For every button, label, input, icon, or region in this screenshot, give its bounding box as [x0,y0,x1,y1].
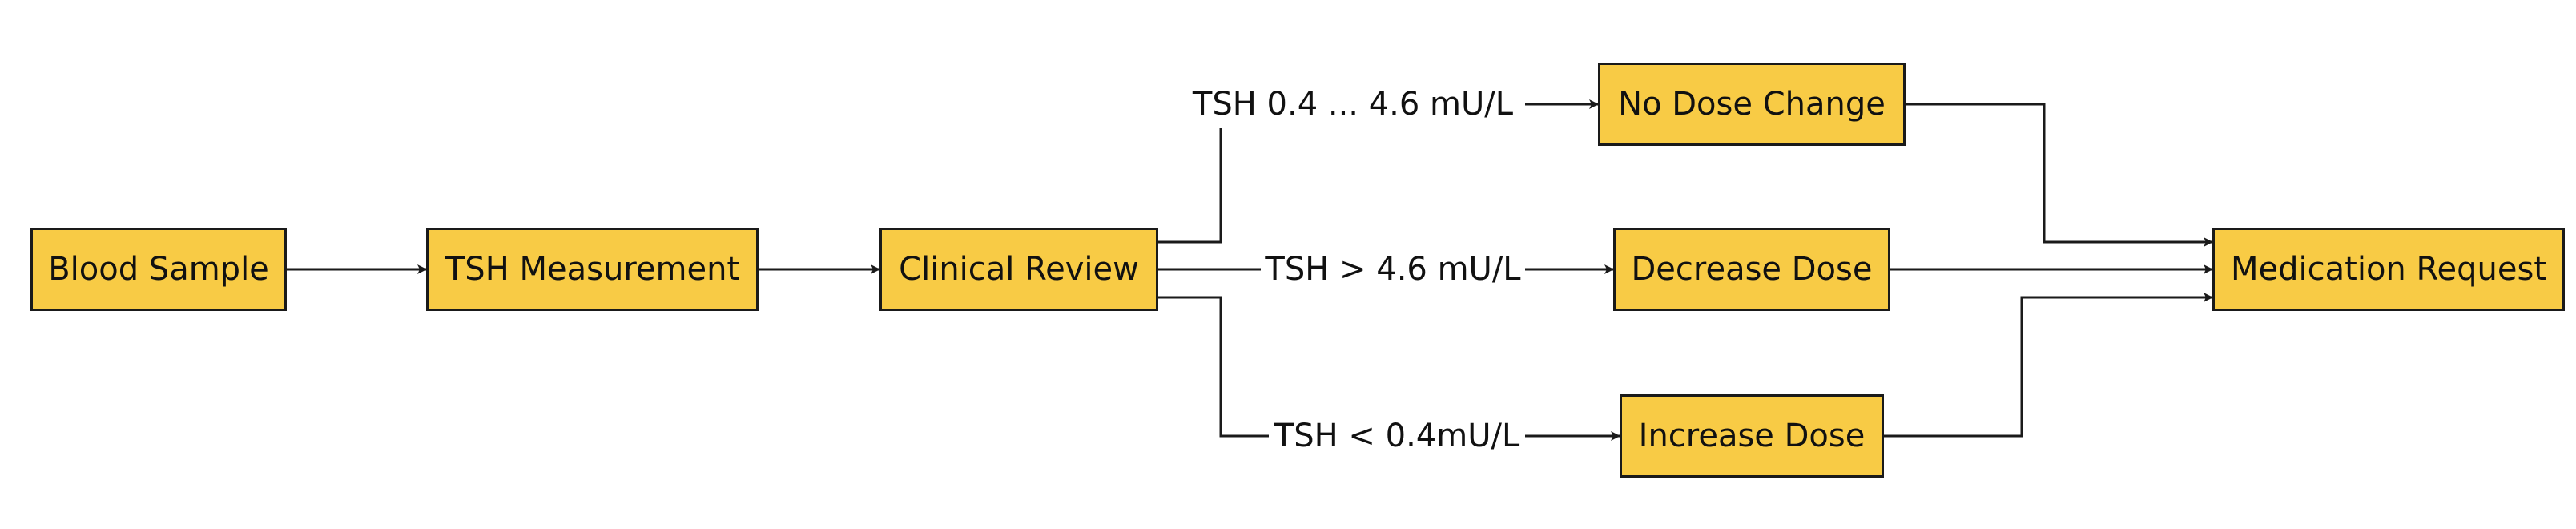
node-clinical-review: Clinical Review [879,228,1158,311]
edge-increase-to-request [1884,293,2213,438]
node-no-dose-change-label: No Dose Change [1618,86,1886,123]
edge-review-to-low-label [1158,296,1269,438]
edge-review-to-normal-label [1158,128,1222,244]
node-clinical-review-label: Clinical Review [899,251,1139,288]
node-medication-request: Medication Request [2212,228,2565,311]
node-increase-dose-label: Increase Dose [1638,418,1866,454]
node-decrease-dose-label: Decrease Dose [1631,251,1873,288]
edge-label-low: TSH < 0.4mU/L [1269,416,1525,456]
node-tsh-measurement: TSH Measurement [426,228,759,311]
node-blood-sample: Blood Sample [30,228,287,311]
node-increase-dose: Increase Dose [1620,394,1884,478]
edge-label-normal: TSH 0.4 ... 4.6 mU/L [1181,84,1525,124]
node-tsh-measurement-label: TSH Measurement [445,251,740,288]
node-no-dose-change: No Dose Change [1598,63,1906,146]
node-medication-request-label: Medication Request [2231,251,2546,288]
node-blood-sample-label: Blood Sample [48,251,269,288]
edge-label-high: TSH > 4.6 mU/L [1261,249,1525,289]
node-decrease-dose: Decrease Dose [1613,228,1890,311]
edge-nochange-to-request [1906,103,2213,247]
